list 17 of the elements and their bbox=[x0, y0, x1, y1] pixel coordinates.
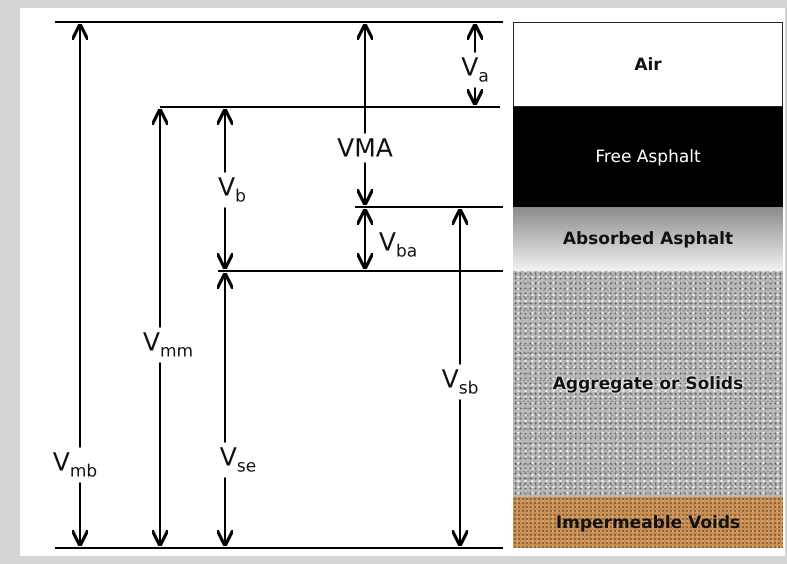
layer-box bbox=[513, 497, 783, 548]
layer-label: Impermeable Voids bbox=[556, 512, 740, 532]
dimension-label: V$_{sb}$ bbox=[440, 364, 480, 400]
layer-label: Free Asphalt bbox=[595, 147, 701, 167]
dimension-label: V$_{se}$ bbox=[218, 442, 258, 478]
dimension-label: V$_{mm}$ bbox=[142, 328, 194, 362]
layer-box bbox=[513, 271, 783, 497]
layer-label: Air bbox=[634, 54, 662, 74]
layer-box bbox=[513, 107, 783, 207]
layer-label: Aggregate or Solids bbox=[552, 374, 744, 394]
dimension-label: V$_{mb}$ bbox=[52, 448, 98, 482]
layer-box bbox=[513, 207, 783, 271]
layer-box bbox=[513, 22, 783, 107]
dimension-label: V$_{a}$ bbox=[460, 52, 490, 88]
dimension-label: VMA bbox=[336, 134, 394, 162]
dimension-label: V$_{b}$ bbox=[217, 172, 247, 208]
layer-label: Absorbed Asphalt bbox=[562, 229, 734, 249]
